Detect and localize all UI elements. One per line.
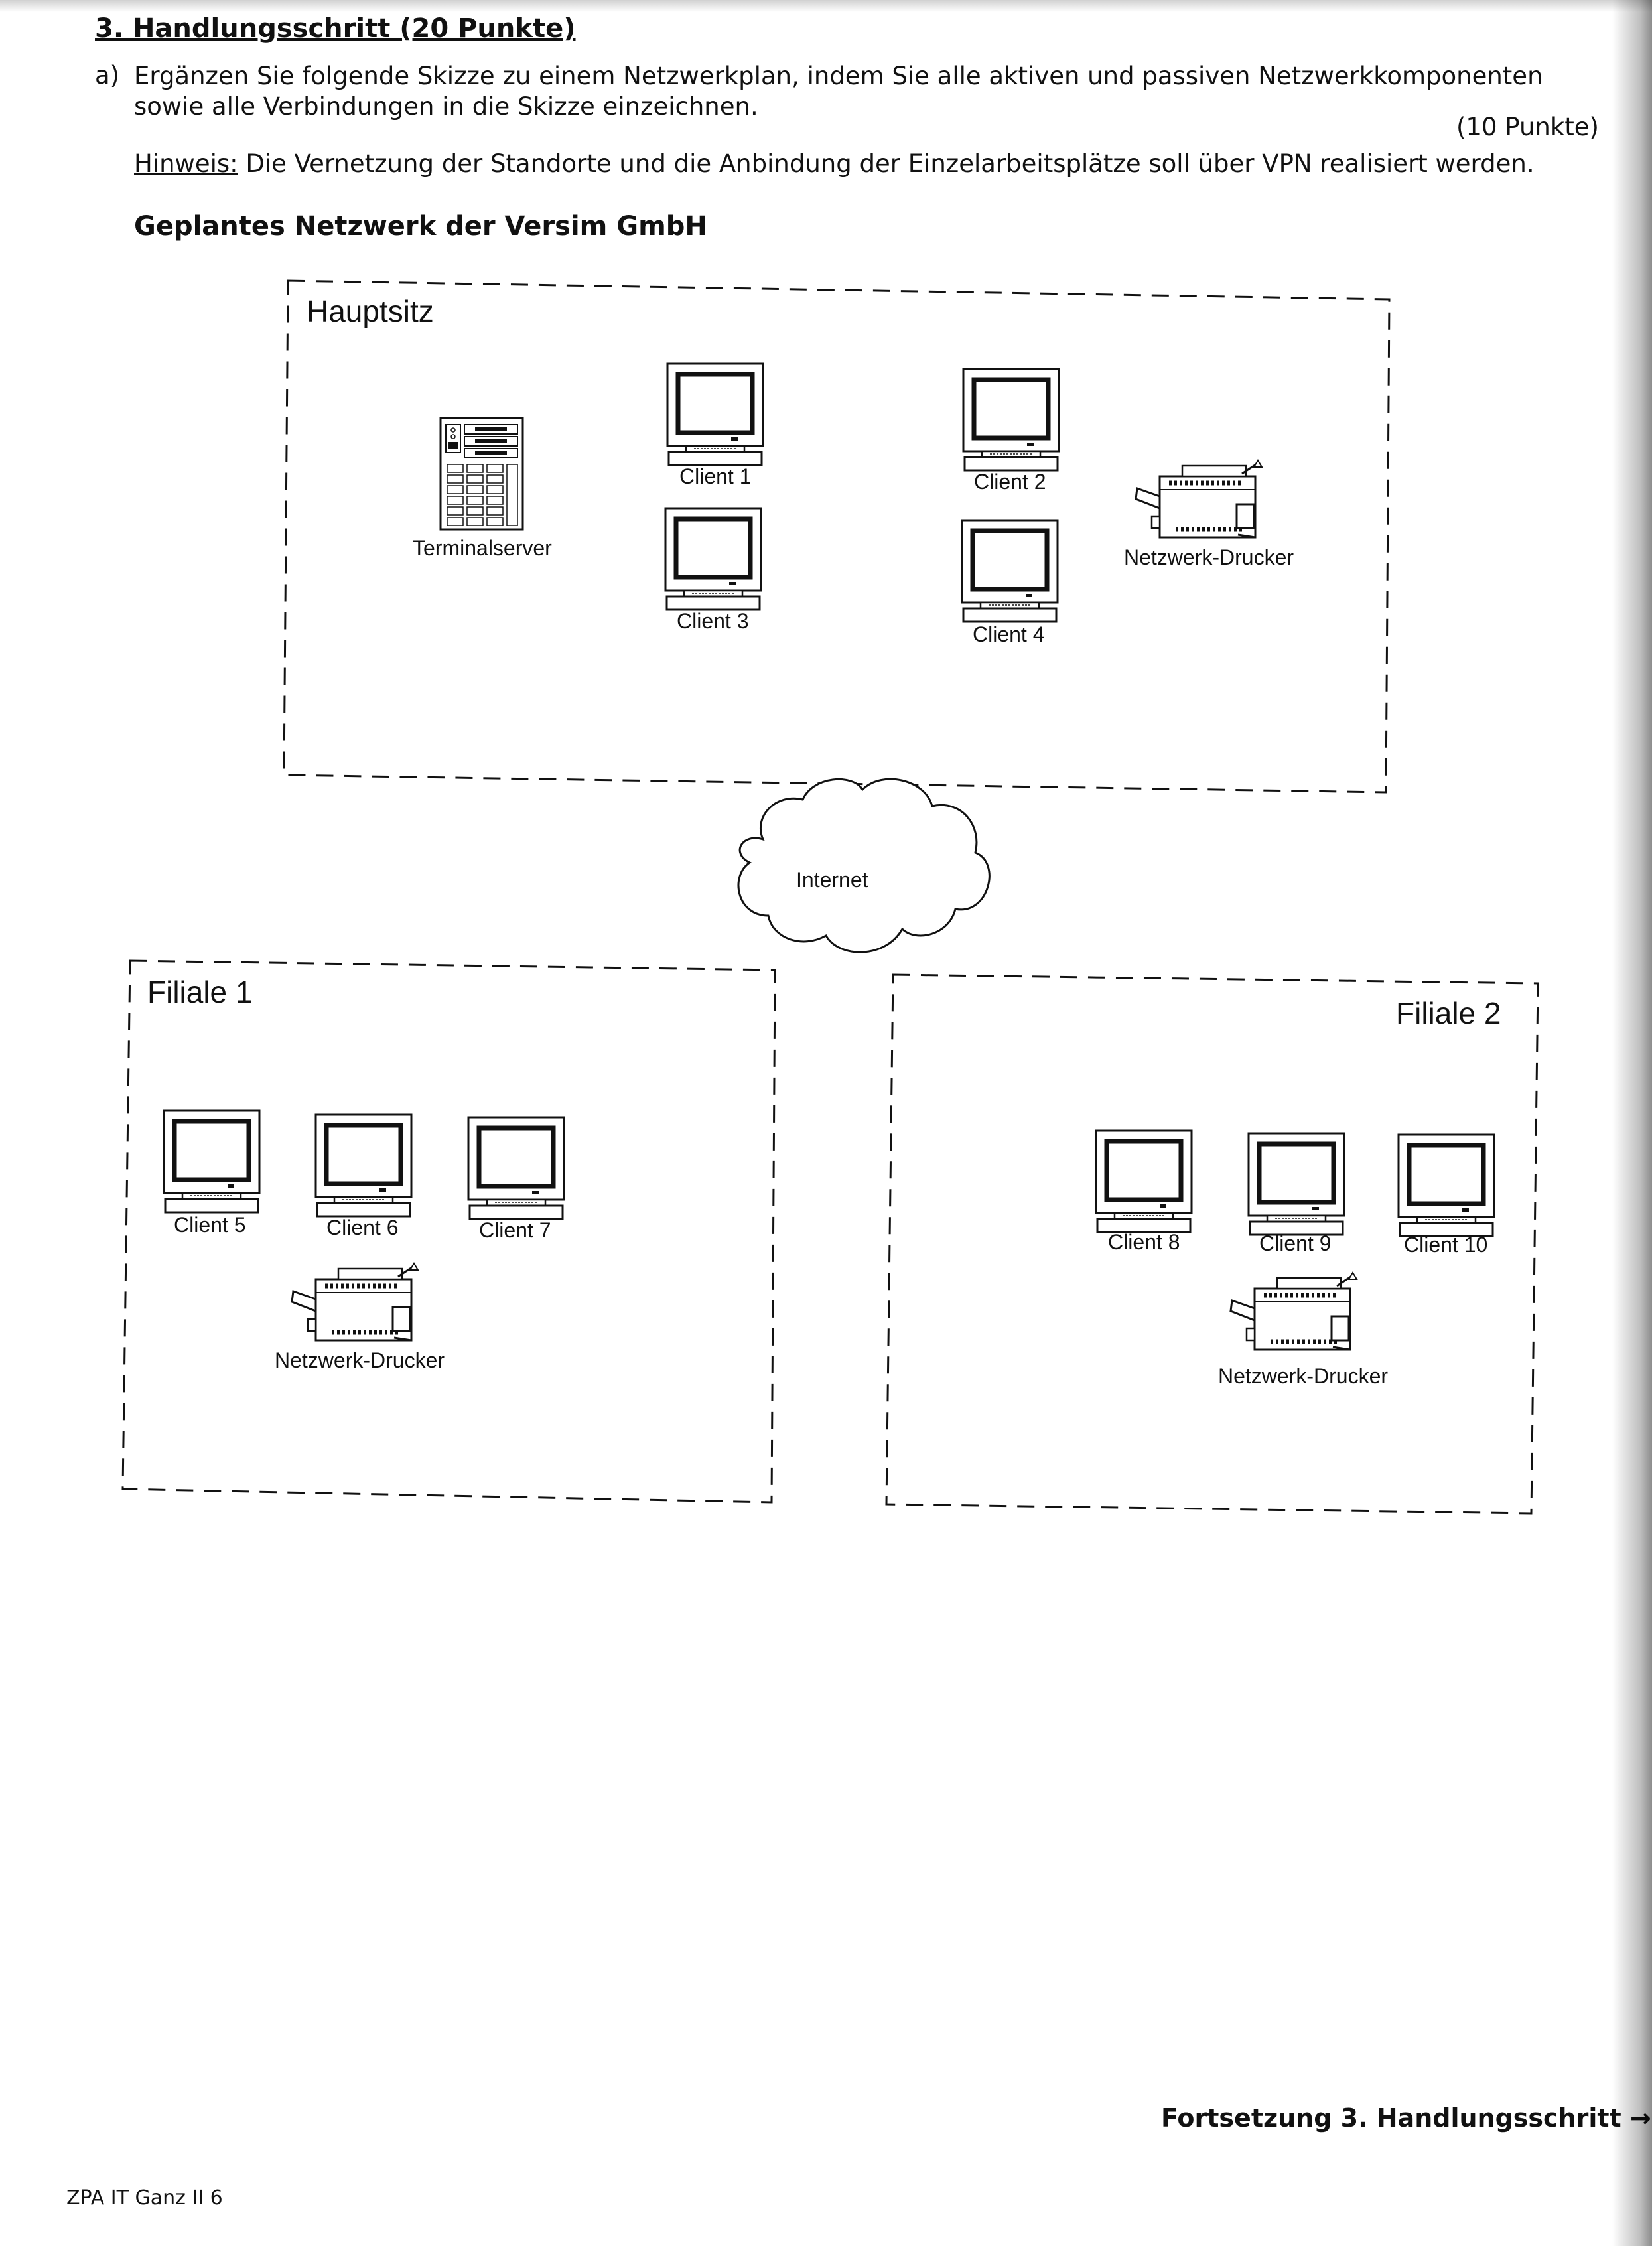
- monitor-icon: [468, 1117, 564, 1219]
- branch2-label: Filiale 2: [1396, 996, 1501, 1030]
- monitor-icon: [1096, 1131, 1192, 1232]
- client2-label: Client 2: [974, 470, 1046, 494]
- branch1-boundary: [121, 959, 776, 1504]
- monitor-icon: [164, 1111, 259, 1212]
- monitor-icon: [667, 364, 763, 465]
- task-points: (10 Punkte): [1456, 113, 1599, 141]
- client8-label: Client 8: [1108, 1230, 1180, 1254]
- section-heading: 3. Handlungsschritt (20 Punkte): [95, 13, 576, 44]
- client10-label: Client 10: [1404, 1233, 1488, 1257]
- monitor-icon: [1399, 1135, 1494, 1236]
- hint-label: Hinweis:: [134, 149, 238, 178]
- scan-shadow-right: [1612, 0, 1652, 2246]
- task-text: Ergänzen Sie folgende Skizze zu einem Ne…: [134, 62, 1543, 121]
- client7-label: Client 7: [479, 1218, 551, 1242]
- hq-printer-label: Netzwerk-Drucker: [1124, 545, 1294, 569]
- client3-label: Client 3: [677, 609, 749, 633]
- document-id: ZPA IT Ganz II 6: [66, 2186, 223, 2210]
- monitor-icon: [963, 369, 1059, 470]
- branch1-label: Filiale 1: [147, 975, 253, 1009]
- server-label: Terminalserver: [413, 536, 552, 560]
- client5-label: Client 5: [174, 1213, 246, 1237]
- monitor-icon: [962, 520, 1058, 622]
- client4-label: Client 4: [973, 622, 1045, 646]
- printer-icon: [292, 1263, 418, 1340]
- monitor-icon: [1249, 1133, 1344, 1235]
- scan-shadow-top: [0, 0, 1652, 12]
- branch1-printer-label: Netzwerk-Drucker: [275, 1348, 445, 1372]
- cloud-label: Internet: [796, 868, 868, 892]
- hq-label: Hauptsitz: [307, 294, 434, 328]
- hint-text: Die Vernetzung der Standorte und die Anb…: [238, 149, 1535, 178]
- server-icon: [439, 417, 524, 531]
- cloud-icon: [737, 778, 991, 953]
- monitor-icon: [316, 1115, 411, 1216]
- printer-icon: [1136, 460, 1262, 537]
- client9-label: Client 9: [1259, 1231, 1332, 1255]
- client6-label: Client 6: [326, 1216, 399, 1239]
- branch2-printer-label: Netzwerk-Drucker: [1218, 1364, 1389, 1388]
- continuation-note: Fortsetzung 3. Handlungsschritt →: [1161, 2103, 1651, 2133]
- diagram-title: Geplantes Netzwerk der Versim GmbH: [134, 211, 707, 242]
- printer-icon: [1231, 1273, 1357, 1350]
- client1-label: Client 1: [679, 464, 752, 488]
- task-letter: a): [95, 61, 120, 90]
- task-hint: Hinweis: Die Vernetzung der Standorte un…: [134, 149, 1594, 178]
- monitor-icon: [665, 508, 761, 610]
- hq-boundary: [283, 279, 1391, 794]
- branch2-boundary: [885, 973, 1539, 1515]
